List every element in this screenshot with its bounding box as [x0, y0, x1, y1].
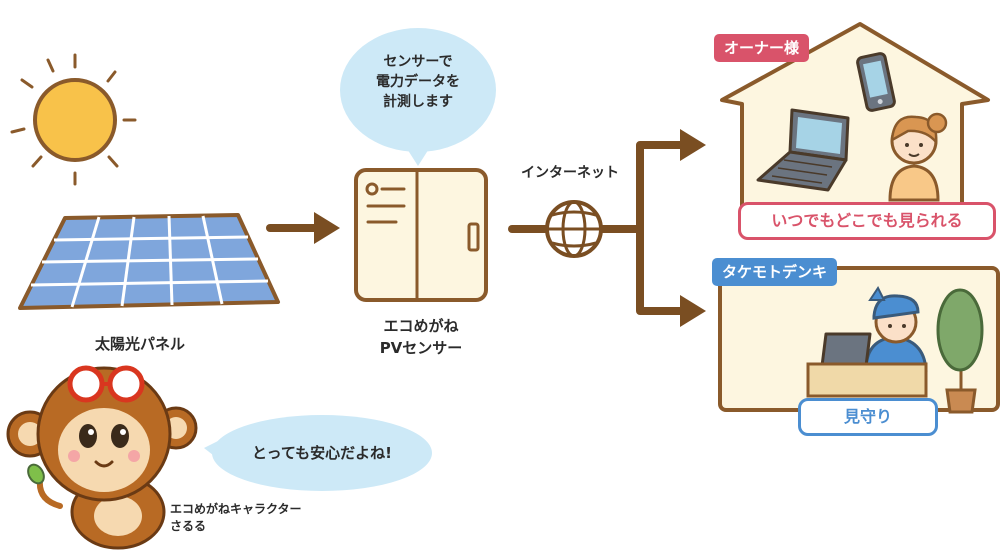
smartphone-icon [856, 52, 896, 112]
pv-sensor-label-line2: PVセンサー [379, 339, 463, 357]
character-speech-bubble [204, 415, 432, 491]
pv-sensor-label: エコめがね PVセンサー [346, 315, 496, 359]
character-caption-line1: エコめがねキャラクター [170, 502, 302, 516]
sensor-bubble-line: センサーで [383, 54, 453, 70]
laptop-icon [756, 108, 850, 192]
monkey-character-icon [6, 365, 198, 550]
character-caption: エコめがねキャラクター さるる [170, 501, 302, 535]
company-caption: 見守り [798, 398, 938, 436]
sun-icon [10, 53, 137, 186]
sensor-bubble-line: 計測します [383, 94, 453, 110]
network-connector [508, 129, 706, 327]
desk-computer-icon [806, 332, 928, 398]
solar-panel-label: 太陽光パネル [94, 335, 185, 353]
arrow-panel-to-sensor [266, 212, 340, 244]
pv-sensor-label-line1: エコめがね [383, 317, 459, 335]
internet-label: インターネット [521, 165, 619, 181]
owner-person-icon [888, 112, 948, 202]
plant-icon [936, 288, 984, 414]
globe-icon [545, 200, 603, 258]
pv-sensor-device-icon [354, 168, 488, 302]
sensor-bubble-line: 電力データを [376, 74, 460, 90]
sensor-speech-bubble [340, 28, 496, 166]
character-caption-line2: さるる [170, 519, 207, 533]
owner-caption: いつでもどこでも見られる [738, 202, 996, 240]
solar-panel-icon [18, 213, 280, 310]
character-speech-text: とっても安心だよね! [252, 444, 392, 462]
company-tag: タケモトデンキ [712, 258, 838, 286]
owner-tag: オーナー様 [714, 34, 810, 62]
sensor-bubble-text: センサーで 電力データを 計測します [348, 52, 488, 112]
staff-person-icon [864, 286, 928, 372]
